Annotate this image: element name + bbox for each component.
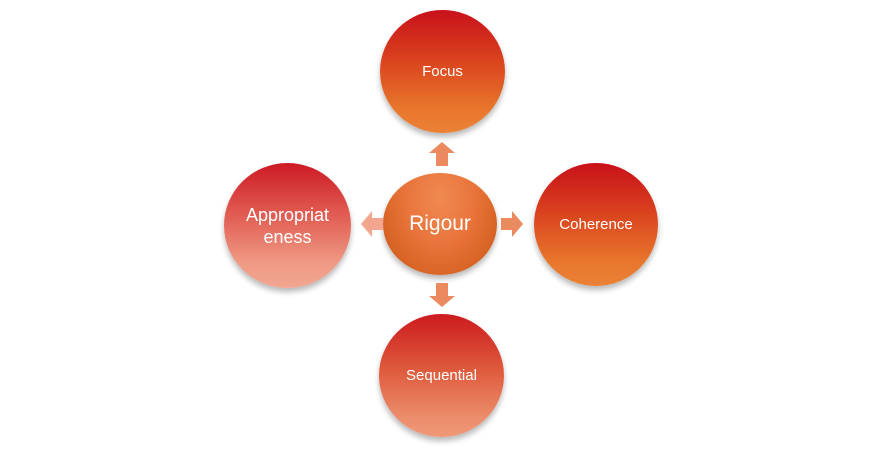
arrow-up-icon [428, 141, 456, 167]
arrow-left-icon [360, 210, 384, 238]
center-node: Rigour [383, 173, 497, 275]
arrow-right-icon [500, 210, 524, 238]
center-node-label: Rigour [409, 212, 471, 235]
left-node-label: Appropriateness [245, 204, 330, 247]
right-node: Coherence [534, 163, 658, 286]
top-node-label: Focus [422, 63, 463, 80]
bottom-node-label: Sequential [406, 367, 477, 384]
top-node: Focus [380, 10, 505, 133]
bottom-node: Sequential [379, 314, 504, 437]
left-node: Appropriateness [224, 163, 351, 288]
arrow-down-icon [428, 282, 456, 308]
right-node-label: Coherence [559, 216, 633, 233]
